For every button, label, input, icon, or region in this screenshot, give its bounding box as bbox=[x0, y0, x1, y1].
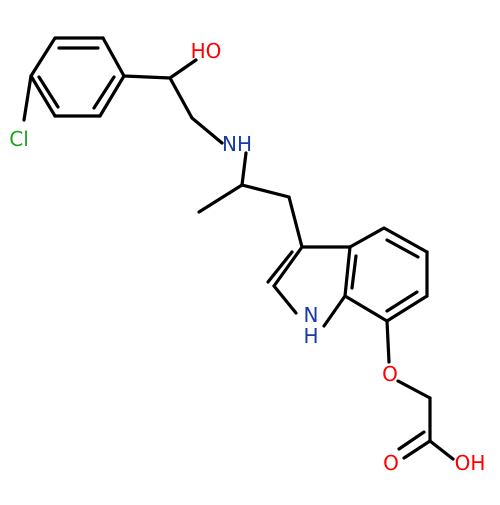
ch2-indole-bond bbox=[287, 195, 304, 249]
c-oh-bond bbox=[168, 58, 198, 80]
indole-h-label: H bbox=[303, 324, 318, 348]
methyl-bond bbox=[197, 183, 244, 214]
ch2-nh-bond bbox=[190, 116, 224, 145]
indole-pyrrole-ring bbox=[266, 245, 352, 328]
carbonyl-bond-1 bbox=[402, 439, 432, 460]
acid-oh-label: OH bbox=[455, 451, 486, 475]
carbonyl-o-label: O bbox=[383, 451, 399, 475]
o-ch2-bond bbox=[396, 379, 432, 400]
carbonyl-bond-2 bbox=[397, 430, 426, 451]
chiral-ch2-bond bbox=[168, 76, 194, 120]
chlorophenyl-ring bbox=[29, 36, 126, 118]
indole-n-label: N bbox=[304, 303, 319, 327]
ring-chiral-bond bbox=[122, 74, 172, 80]
c-cl-bond bbox=[22, 74, 33, 122]
chlorine-label: Cl bbox=[9, 127, 29, 151]
ether-o-label: O bbox=[382, 362, 398, 386]
c7-o-bond bbox=[385, 319, 391, 364]
nh-ch-bond bbox=[240, 151, 248, 187]
amine-label: NH bbox=[222, 132, 252, 156]
ch-ch2-bond bbox=[240, 183, 291, 199]
oh-label-top: HO bbox=[191, 39, 222, 63]
c-oh-acid-bond bbox=[428, 439, 455, 461]
indole-benzene-ring bbox=[343, 226, 429, 323]
